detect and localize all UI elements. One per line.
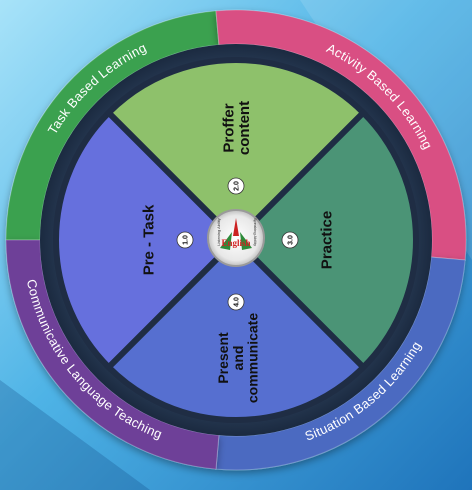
- quadrant-sector: [231, 108, 419, 372]
- step-number: 1.0: [183, 235, 190, 245]
- quadrant-label: Pre - Task: [140, 204, 157, 275]
- quadrant-label: Proffercontent: [220, 101, 253, 155]
- step-badge: 2.0: [227, 177, 245, 195]
- step-number: 3.0: [288, 235, 295, 245]
- logo-main-text: English: [221, 238, 250, 248]
- step-badge: 3.0: [281, 231, 299, 249]
- step-number: 4.0: [234, 297, 241, 307]
- logo-leaf-right: [240, 232, 252, 250]
- center-logo: Listening Ability Speaking Ability Engli…: [207, 209, 265, 267]
- logo-left-text: Listening Ability: [216, 218, 221, 246]
- step-badge: 4.0: [227, 293, 245, 311]
- quadrant-sector: [104, 57, 368, 245]
- logo-spike: [233, 218, 239, 236]
- logo-circle: [207, 209, 265, 267]
- step-number: 2.0: [234, 181, 241, 191]
- quadrant-sector: [53, 108, 241, 372]
- quadrant-sector: [104, 235, 368, 423]
- quadrant-label: Practice: [318, 211, 335, 269]
- quadrant-label: Presentandcommunicate: [215, 313, 260, 403]
- background-shade: [0, 380, 150, 490]
- logo-leaf-left: [220, 232, 232, 250]
- logo-right-text: Speaking Ability: [253, 218, 258, 246]
- step-badge: 1.0: [176, 231, 194, 249]
